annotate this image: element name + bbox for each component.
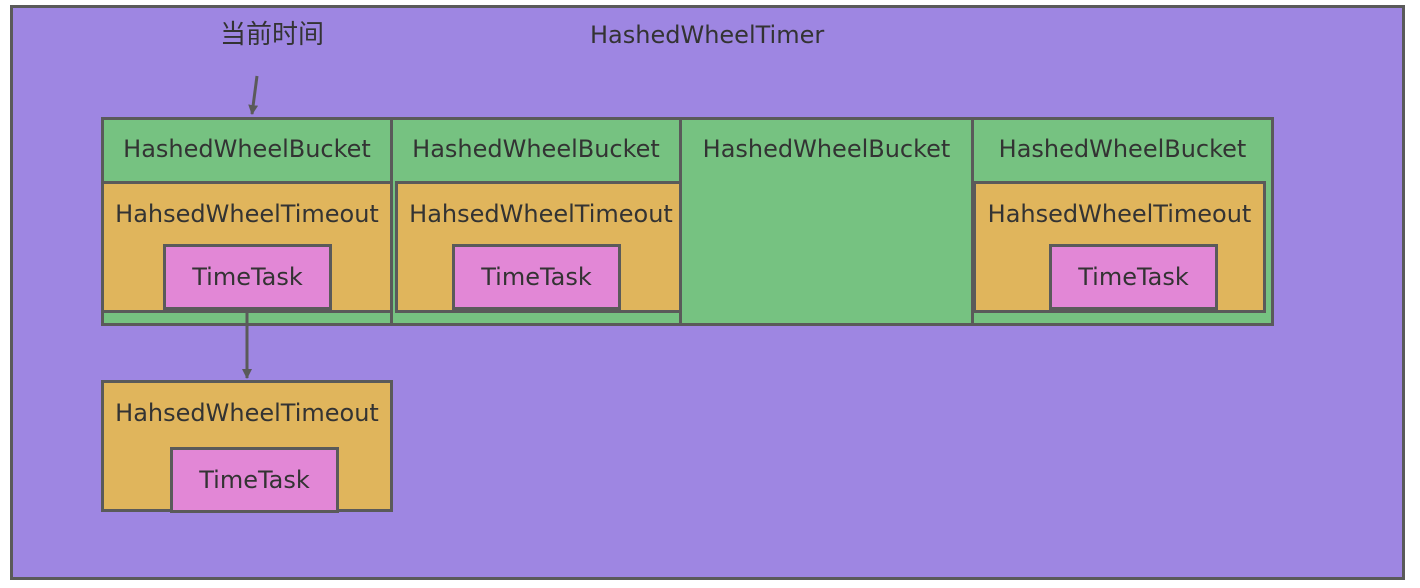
task-label: TimeTask	[1078, 263, 1189, 291]
timeout-label: HahsedWheelTimeout	[115, 399, 379, 427]
bucket-2: HashedWheelBucket	[679, 117, 974, 326]
bucket-1-task: TimeTask	[452, 244, 621, 310]
timeout-label: HahsedWheelTimeout	[409, 200, 673, 228]
task-label: TimeTask	[199, 466, 310, 494]
bucket-3-task: TimeTask	[1049, 244, 1218, 310]
bucket-label: HashedWheelBucket	[702, 135, 951, 163]
current-time-label: 当前时间	[220, 20, 325, 50]
task-label: TimeTask	[192, 263, 303, 291]
timeout-label: HahsedWheelTimeout	[987, 200, 1252, 228]
timeout-label: HahsedWheelTimeout	[115, 200, 379, 228]
bucket-label: HashedWheelBucket	[123, 135, 371, 163]
task-label: TimeTask	[481, 263, 592, 291]
bucket-label: HashedWheelBucket	[998, 135, 1247, 163]
bucket-0-task: TimeTask	[163, 244, 332, 310]
bucket-label: HashedWheelBucket	[412, 135, 660, 163]
chained-task: TimeTask	[170, 447, 339, 513]
diagram-title: HashedWheelTimer	[590, 21, 825, 49]
current-time-arrow	[248, 75, 259, 115]
